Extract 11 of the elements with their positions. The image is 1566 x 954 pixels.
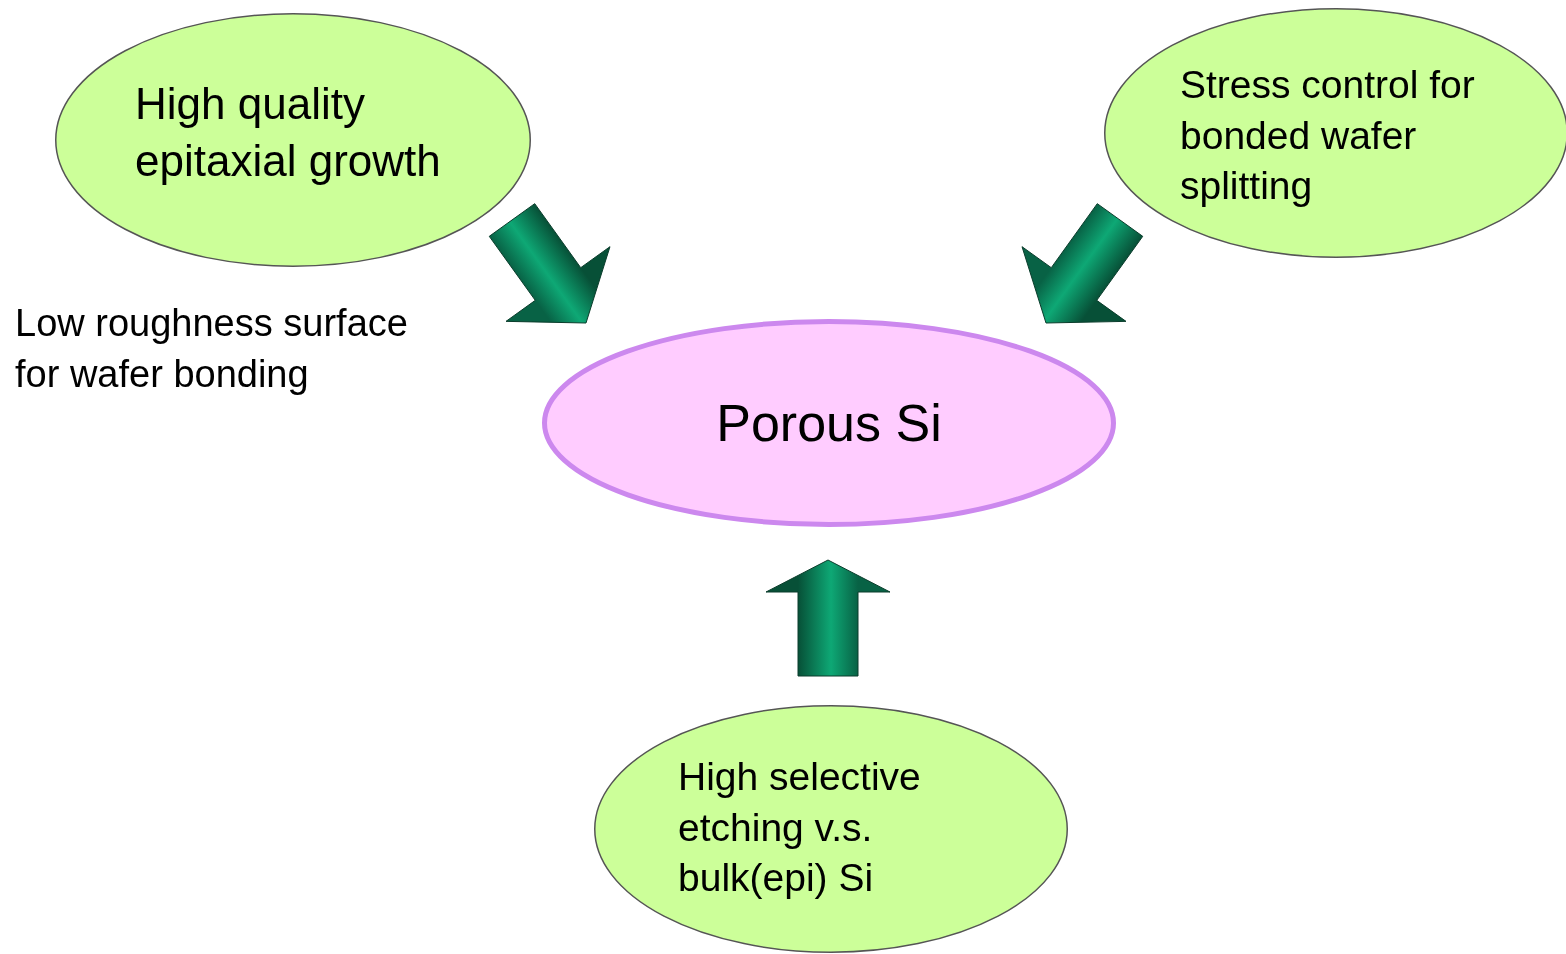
node-text: High selective etching v.s. bulk(epi) Si [678, 754, 922, 902]
annotation-text: Low roughness surface for wafer bonding [15, 301, 409, 397]
ellipse-node [594, 705, 1068, 953]
ellipse-node [542, 319, 1116, 527]
block-arrow [488, 203, 611, 324]
block-arrow [765, 559, 891, 677]
node-text: Stress control for bonded wafer splitting [1180, 62, 1476, 210]
node-text: Porous Si [715, 393, 943, 454]
ellipse-node [55, 13, 531, 267]
node-text: High quality epitaxial growth [135, 78, 442, 188]
block-arrow [1021, 203, 1144, 324]
